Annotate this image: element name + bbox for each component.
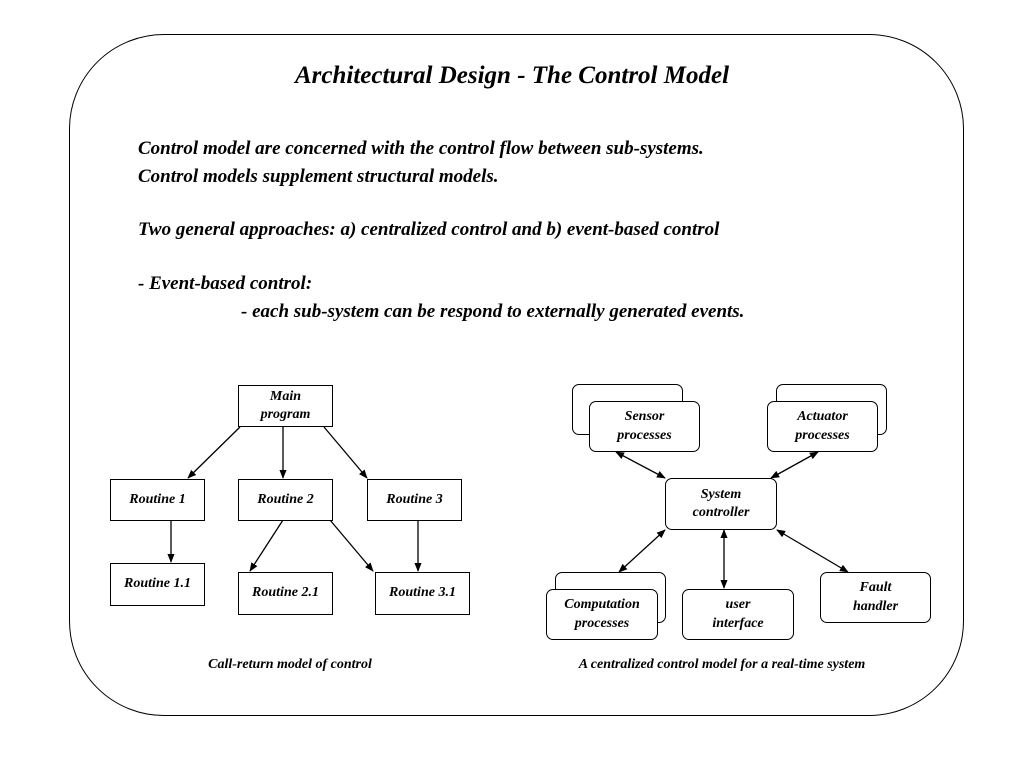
slide-frame [69, 34, 964, 716]
call-return-caption: Call-return model of control [208, 657, 372, 672]
centralized-caption: A centralized control model for a real-t… [578, 657, 866, 672]
main-program-line1: Main [269, 388, 302, 404]
actuator-line2: processes [795, 427, 850, 443]
routine-1-1-box: Routine 1.1 [110, 563, 205, 606]
system-controller-box: System controller [665, 478, 777, 530]
computation-line1: Computation [564, 597, 640, 613]
sensor-processes-box: Sensor processes [589, 401, 700, 452]
body-line-2: Control models supplement structural mod… [138, 166, 499, 187]
actuator-line1: Actuator [797, 409, 848, 425]
computation-processes-box: Computation processes [546, 589, 658, 640]
fault-line2: handler [852, 598, 899, 614]
computation-line2: processes [574, 615, 630, 631]
actuator-processes-box: Actuator processes [767, 401, 878, 452]
user-line2: interface [712, 615, 764, 631]
routine-3-box: Routine 3 [367, 479, 462, 521]
main-program-line2: program [260, 407, 311, 422]
routine-2-1-box: Routine 2.1 [238, 572, 333, 615]
user-interface-box: user interface [682, 589, 794, 640]
system-line1: System [700, 486, 742, 502]
fault-handler-box: Fault handler [820, 572, 931, 623]
sensor-line2: processes [617, 427, 672, 443]
body-line-4: - Event-based control: [138, 273, 313, 294]
system-line2: controller [692, 505, 750, 520]
routine-2-box: Routine 2 [238, 479, 333, 521]
sensor-line1: Sensor [624, 409, 665, 425]
body-line-5: - each sub-system can be respond to exte… [241, 301, 745, 322]
body-line-1: Control model are concerned with the con… [138, 138, 704, 159]
user-line1: user [725, 597, 751, 613]
main-program-box: Main program [238, 385, 333, 427]
slide-title: Architectural Design - The Control Model [294, 62, 730, 89]
routine-3-1-box: Routine 3.1 [375, 572, 470, 615]
body-line-3: Two general approaches: a) centralized c… [138, 219, 720, 240]
fault-line1: Fault [859, 580, 892, 596]
routine-1-box: Routine 1 [110, 479, 205, 521]
